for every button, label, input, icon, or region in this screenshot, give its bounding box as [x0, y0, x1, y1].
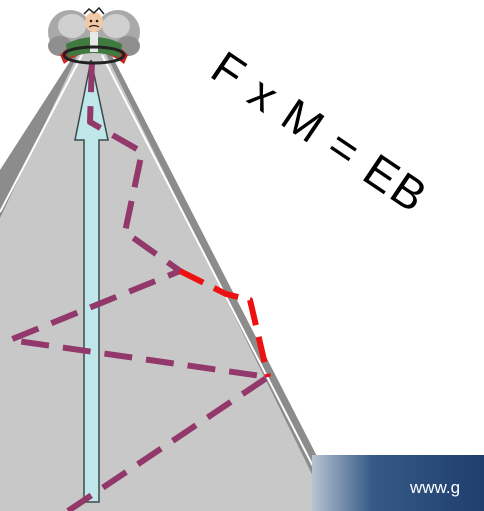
stressed-driver-icon: [48, 6, 140, 65]
road-edge-right: [101, 54, 337, 511]
zigzag-path-purple: [7, 59, 271, 511]
road: [0, 50, 330, 511]
footer-band: [312, 455, 484, 511]
zigzag-path-red: [178, 268, 271, 378]
road-edge-left: [0, 54, 83, 213]
direction-arrow: [74, 59, 109, 503]
footer-url[interactable]: www.g: [410, 478, 461, 497]
